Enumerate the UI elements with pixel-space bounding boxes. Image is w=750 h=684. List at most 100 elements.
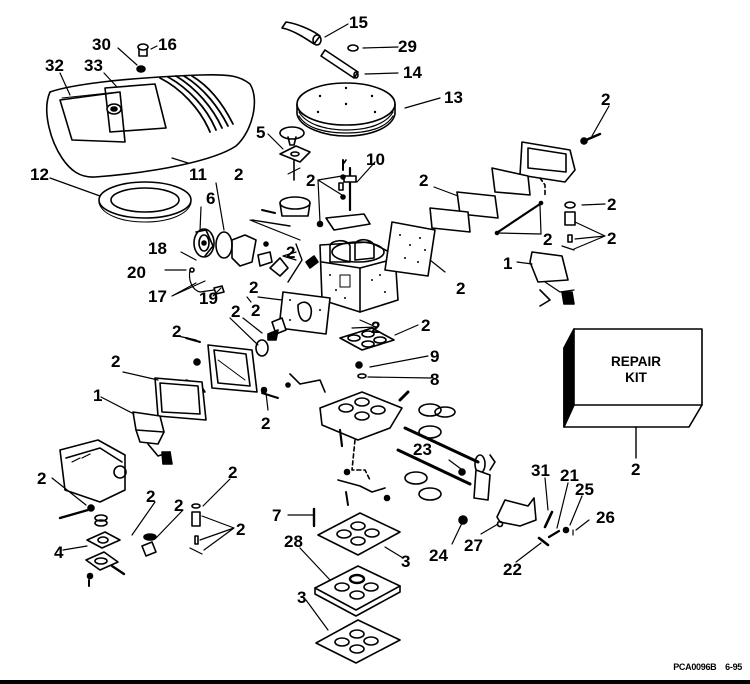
callout-33: 33 <box>84 56 103 75</box>
callout-27: 27 <box>464 536 483 555</box>
callout-22: 22 <box>503 560 522 579</box>
callout-8: 8 <box>430 370 440 389</box>
callout-7: 7 <box>272 506 282 525</box>
callout-2-repair-kit: 2 <box>631 460 641 479</box>
leader-lines <box>49 23 610 631</box>
callout-2-oring: 2 <box>234 165 244 184</box>
callout-4: 4 <box>54 543 64 562</box>
throttle-lever-bracket <box>458 497 574 547</box>
repair-kit-box <box>563 328 703 459</box>
fuel-bowl-gasket <box>154 377 207 421</box>
callout-17: 17 <box>148 287 167 306</box>
callout-29: 29 <box>398 37 417 56</box>
callout-2-throttle-gasket: 2 <box>421 316 431 335</box>
fuel-bowl-secondary <box>491 132 602 196</box>
callout-32: 32 <box>45 56 64 75</box>
callout-10: 10 <box>366 150 385 169</box>
accelerator-pump-linkage <box>231 219 319 283</box>
needle-seat <box>267 317 287 341</box>
callout-2-throttle-screws: 2 <box>371 318 381 337</box>
figure-date: 6-95 <box>725 662 742 672</box>
callout-15: 15 <box>349 13 368 32</box>
callout-2-sight-gasket: 2 <box>231 302 241 321</box>
choke-housing <box>279 126 311 181</box>
sight-plug-gasket <box>255 339 269 357</box>
callout-21: 21 <box>560 466 579 485</box>
metering-gasket-right <box>384 221 436 277</box>
float-right <box>529 251 575 307</box>
callout-2-bowl-gasket: 2 <box>111 352 121 371</box>
callout-1-float-left: 1 <box>93 386 103 405</box>
callout-16: 16 <box>158 35 177 54</box>
callout-12: 12 <box>30 165 49 184</box>
figure-number: PCA0096B <box>673 662 717 672</box>
callout-2-inlet-needle: 2 <box>607 229 617 248</box>
callout-2-metering-plate: 2 <box>419 171 429 190</box>
fuel-pump-diaphragm <box>85 514 126 587</box>
float-left <box>132 411 173 465</box>
throttle-body-gasket <box>339 327 395 379</box>
callout-3-top: 3 <box>401 552 411 571</box>
callout-5: 5 <box>256 123 266 142</box>
carburetor-body <box>319 238 399 313</box>
callout-2-pump-screw: 2 <box>37 469 47 488</box>
callout-2-needle: 2 <box>251 301 261 320</box>
fuel-pump <box>58 439 127 520</box>
carburetor-spacer <box>314 565 401 617</box>
callout-20: 20 <box>127 263 146 282</box>
cover-screw <box>136 43 149 73</box>
balance-tube <box>494 200 576 251</box>
callout-31: 31 <box>531 461 550 480</box>
callout-30: 30 <box>92 35 111 54</box>
bottom-rule <box>0 680 750 684</box>
arrestor-gasket-ring <box>98 181 192 223</box>
fast-idle-lever <box>337 468 391 506</box>
repair-kit-label: REPAIR KIT <box>588 354 684 386</box>
choke-bowl <box>249 196 371 241</box>
callout-11: 11 <box>189 165 207 184</box>
callout-2-fitting: 2 <box>236 520 246 539</box>
throttle-shafts <box>396 403 496 501</box>
repair-kit-label-line2: KIT <box>625 370 647 385</box>
callout-2-bowl-screw-lower: 2 <box>261 414 271 433</box>
callout-2-gasket-left: 2 <box>249 278 259 297</box>
callout-2-bowl-screw: 2 <box>172 322 182 341</box>
flame-arrestor <box>296 82 396 137</box>
callout-2-inlet-gasket: 2 <box>174 496 184 515</box>
base-gasket-top <box>317 512 401 556</box>
callout-13: 13 <box>444 88 463 107</box>
inlet-fitting <box>141 503 203 557</box>
throttle-plate <box>285 373 410 481</box>
callout-3-bottom: 3 <box>297 588 307 607</box>
callout-19: 19 <box>199 289 218 308</box>
callout-14: 14 <box>403 63 422 82</box>
o-ring <box>215 231 233 259</box>
choke-pull-off <box>193 228 215 258</box>
callout-6: 6 <box>206 189 216 208</box>
callout-26: 26 <box>596 508 615 527</box>
callout-28: 28 <box>284 532 303 551</box>
callout-2-diaphragm: 2 <box>146 487 156 506</box>
callout-23: 23 <box>413 440 432 459</box>
callout-25: 25 <box>575 480 594 499</box>
callout-9: 9 <box>430 347 440 366</box>
callout-2-gasket-fitting: 2 <box>607 195 617 214</box>
metering-gasket-left <box>278 291 331 335</box>
callout-2-choke: 2 <box>306 171 316 190</box>
repair-kit-label-line1: REPAIR <box>610 354 661 369</box>
callout-24: 24 <box>429 546 448 565</box>
figure-code: PCA0096B 6-95 <box>673 662 742 672</box>
callout-2-bowl-screw-right: 2 <box>601 90 611 109</box>
base-gasket-bottom <box>315 619 401 664</box>
carburetor-stud <box>316 159 357 228</box>
callout-2-gasket-right: 2 <box>456 279 466 298</box>
callout-2-balance-tube: 2 <box>543 230 553 249</box>
callout-2-fitting-gasket: 2 <box>228 463 238 482</box>
callout-2-linkage: 2 <box>286 243 296 262</box>
callout-1-float-right: 1 <box>503 254 513 273</box>
flame-arrestor-cover <box>46 73 256 178</box>
breather-hose <box>281 21 359 79</box>
metering-plate-upper <box>429 191 499 233</box>
callout-18: 18 <box>148 239 167 258</box>
